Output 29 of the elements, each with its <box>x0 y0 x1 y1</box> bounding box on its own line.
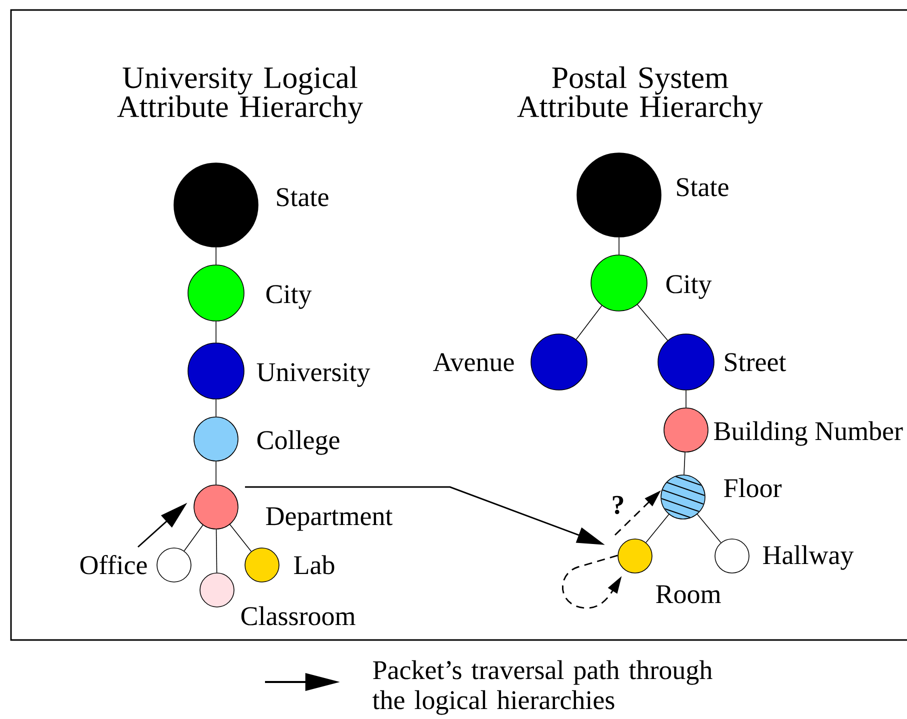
node-label: Classroom <box>241 606 356 626</box>
hierarchy-title: University Logical Attribute Hierarchy <box>117 66 363 124</box>
node-label: City <box>266 285 312 309</box>
connector-line <box>684 452 686 476</box>
node-label: Department <box>266 507 393 531</box>
edge-label: ? <box>610 494 626 516</box>
node-label: Avenue <box>433 353 514 372</box>
node-label: College <box>257 430 340 455</box>
node-label: Floor <box>724 478 782 498</box>
node-label: State <box>677 178 728 196</box>
node-label: Lab <box>294 555 334 574</box>
connector-line <box>216 529 218 574</box>
node-label: Street <box>725 353 786 372</box>
connector-line <box>636 304 668 341</box>
connector-line <box>184 524 204 552</box>
node-label: City <box>666 275 712 299</box>
node-label: Office <box>80 555 147 574</box>
connector-line <box>646 514 670 543</box>
legend-text: Packet’s traversal path through the logical hierarchies <box>372 660 712 715</box>
node-label: Room <box>656 585 721 604</box>
node-label: Building Number <box>714 421 903 446</box>
connector-line <box>618 237 620 255</box>
node-label: Hallway <box>763 545 854 570</box>
hierarchy-title: Postal System Attribute Hierarchy <box>517 66 763 124</box>
connector-line <box>576 305 602 340</box>
connector-line <box>230 524 252 552</box>
node-label: University <box>256 363 370 387</box>
connector-line <box>696 514 722 544</box>
node-label: State <box>277 188 328 206</box>
